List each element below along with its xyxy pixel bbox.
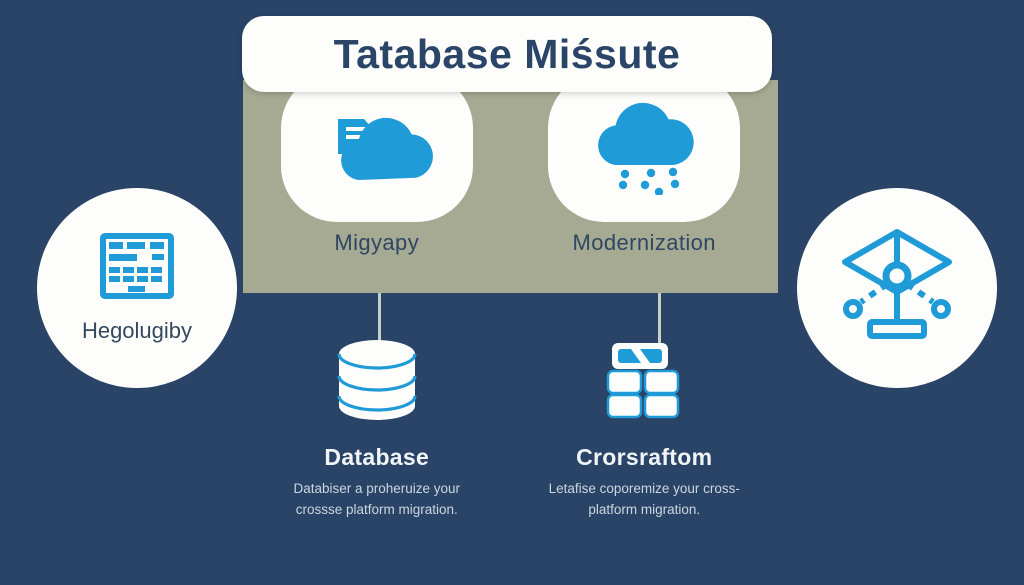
panel-icon-tile [280,72,473,222]
cloud-upload-icon [312,97,442,197]
bottom-item-description: Letafise coporemize your cross-platform … [548,481,740,517]
panel-item-migration[interactable]: Migyapy [243,72,511,293]
panel-item-label: Modernization [572,230,716,255]
server-stack-icon [596,337,692,428]
connector-line-right [658,293,661,343]
side-circle-left[interactable]: Hegolugiby [37,188,237,388]
side-circle-left-label: Hegolugiby [81,317,193,343]
bottom-icon-wrap [329,336,425,428]
panel-item-modernization[interactable]: Modernization [511,72,779,293]
bottom-row: Database Databiser a proheruize your cro… [243,336,778,536]
page-title: Tatabase Miśsute [333,30,681,77]
bottom-item-platform[interactable]: Crorsraftom Letafise coporemize your cro… [511,336,779,536]
table-layout-icon [100,232,174,304]
cloud-rain-icon [579,95,709,200]
panel-item-label: Migyapy [334,230,420,255]
side-circle-right[interactable] [797,188,997,388]
bottom-item-title: Database [324,444,430,470]
network-architecture-icon [837,214,957,349]
title-card: Tatabase Miśsute [242,16,772,92]
bottom-item-title: Crorsraftom [576,444,713,470]
bottom-item-database[interactable]: Database Databiser a proheruize your cro… [243,336,511,536]
database-cylinder-icon [329,338,425,427]
panel-icon-tile [548,72,741,222]
bottom-icon-wrap [596,336,692,428]
bottom-item-description: Databiser a proheruize your crossse plat… [293,481,461,517]
center-panel: Migyapy [243,72,779,293]
connector-line-left [378,293,381,343]
